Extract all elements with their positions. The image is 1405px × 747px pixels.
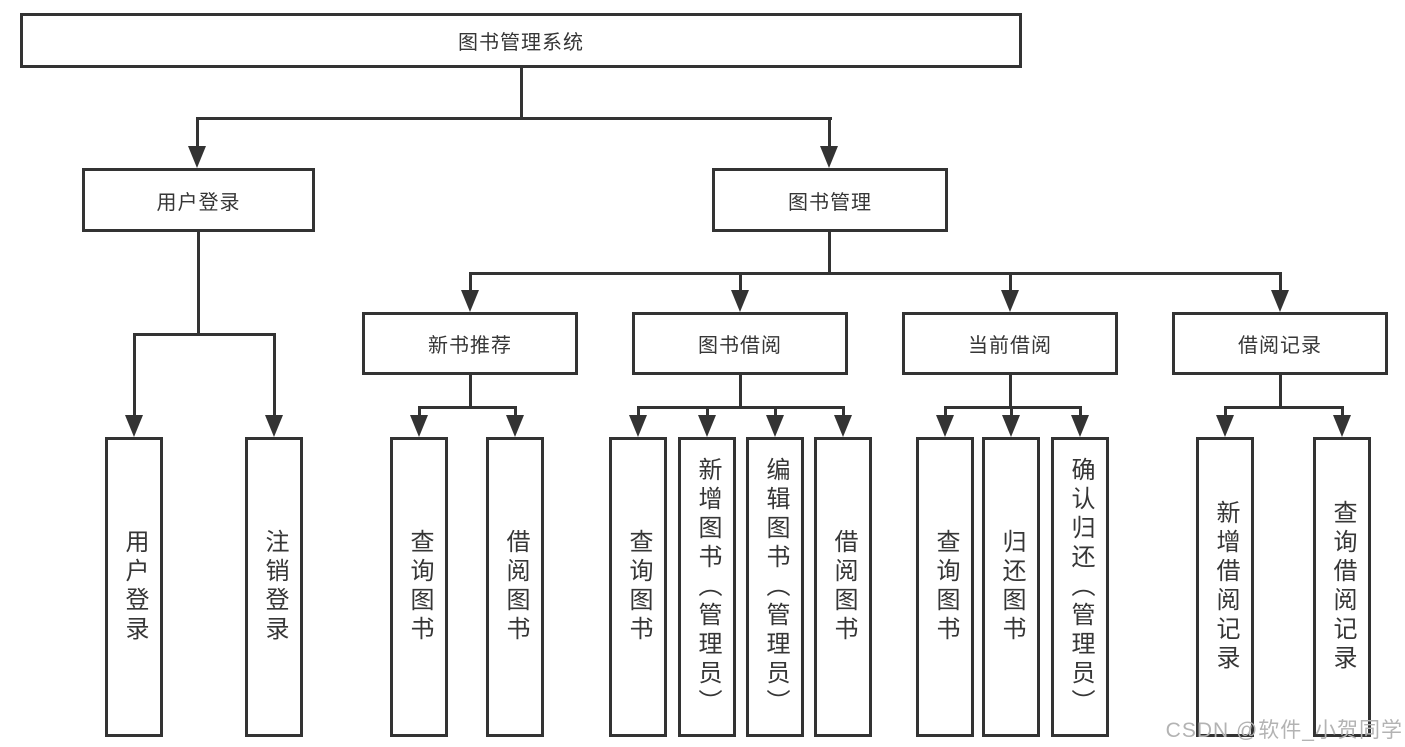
connector-line xyxy=(1279,375,1282,409)
connector-line xyxy=(197,232,200,335)
connector-line xyxy=(196,117,199,148)
arrowhead-down-icon xyxy=(629,415,647,437)
connector-line xyxy=(133,333,276,336)
arrowhead-down-icon xyxy=(461,290,479,312)
arrowhead-down-icon xyxy=(1216,415,1234,437)
node-label: 借阅图书 xyxy=(830,529,857,645)
connector-line xyxy=(469,272,1281,275)
arrowhead-down-icon xyxy=(834,415,852,437)
connector-line xyxy=(1279,272,1282,294)
node-leaf-user-login: 用户登录 xyxy=(105,437,163,737)
node-leaf-query-books-3: 查询图书 xyxy=(916,437,974,737)
node-leaf-borrow-books-2: 借阅图书 xyxy=(814,437,872,737)
arrowhead-down-icon xyxy=(188,146,206,168)
node-label: 查询图书 xyxy=(932,529,959,645)
node-leaf-add-book-admin: 新增图书（管理员） xyxy=(678,437,736,737)
arrowhead-down-icon xyxy=(265,415,283,437)
node-user-login: 用户登录 xyxy=(82,168,315,232)
connector-line xyxy=(1009,272,1012,294)
node-leaf-query-books-1: 查询图书 xyxy=(390,437,448,737)
connector-line xyxy=(637,406,640,417)
csdn-watermark: CSDN @软件_小贺同学 xyxy=(1165,719,1403,742)
node-leaf-return-books: 归还图书 xyxy=(982,437,1040,737)
node-current-borrow: 当前借阅 xyxy=(902,312,1118,375)
connector-line xyxy=(637,406,844,409)
arrowhead-down-icon xyxy=(410,415,428,437)
arrowhead-down-icon xyxy=(731,290,749,312)
node-label: 注销登录 xyxy=(261,529,288,645)
node-leaf-query-borrow-record: 查询借阅记录 xyxy=(1313,437,1371,737)
node-leaf-confirm-return-admin: 确认归还（管理员） xyxy=(1051,437,1109,737)
node-label: 借阅图书 xyxy=(502,529,529,645)
connector-line xyxy=(774,406,777,417)
connector-line xyxy=(828,117,831,148)
node-label: 新书推荐 xyxy=(428,335,512,357)
connector-line xyxy=(944,406,947,417)
node-label: 查询图书 xyxy=(625,529,652,645)
connector-line xyxy=(842,406,845,417)
arrowhead-down-icon xyxy=(1333,415,1351,437)
connector-line xyxy=(469,272,472,294)
connector-line xyxy=(739,272,742,294)
arrowhead-down-icon xyxy=(698,415,716,437)
node-leaf-query-books-2: 查询图书 xyxy=(609,437,667,737)
arrowhead-down-icon xyxy=(820,146,838,168)
node-label: 图书借阅 xyxy=(698,335,782,357)
connector-line xyxy=(273,333,276,417)
connector-line xyxy=(1341,406,1344,417)
connector-line xyxy=(1010,406,1013,417)
node-label: 用户登录 xyxy=(156,191,241,214)
node-library-management-system: 图书管理系统 xyxy=(20,13,1022,68)
node-book-borrow: 图书借阅 xyxy=(632,312,848,375)
connector-line xyxy=(418,406,421,417)
node-label: 确认归还（管理员） xyxy=(1067,456,1094,718)
connector-line xyxy=(133,333,136,417)
connector-line xyxy=(739,375,742,409)
node-leaf-borrow-books-1: 借阅图书 xyxy=(486,437,544,737)
node-label: 新增图书（管理员） xyxy=(694,456,721,718)
connector-line xyxy=(514,406,517,417)
node-new-book-recommend: 新书推荐 xyxy=(362,312,578,375)
arrowhead-down-icon xyxy=(1002,415,1020,437)
node-label: 图书管理 xyxy=(788,191,872,214)
node-label: 新增借阅记录 xyxy=(1212,500,1239,674)
connector-line xyxy=(1224,406,1343,409)
node-label: 用户登录 xyxy=(121,529,148,645)
arrowhead-down-icon xyxy=(766,415,784,437)
connector-line xyxy=(196,117,832,120)
node-label: 当前借阅 xyxy=(968,335,1052,357)
connector-line xyxy=(418,406,517,409)
arrowhead-down-icon xyxy=(506,415,524,437)
arrowhead-down-icon xyxy=(125,415,143,437)
arrowhead-down-icon xyxy=(936,415,954,437)
connector-line xyxy=(520,68,523,119)
node-leaf-add-borrow-record: 新增借阅记录 xyxy=(1196,437,1254,737)
arrowhead-down-icon xyxy=(1071,415,1089,437)
connector-line xyxy=(706,406,709,417)
connector-line xyxy=(828,232,831,274)
connector-line xyxy=(1009,375,1012,409)
connector-line xyxy=(1224,406,1227,417)
connector-line xyxy=(469,375,472,409)
node-label: 图书管理系统 xyxy=(458,32,584,54)
node-label: 借阅记录 xyxy=(1238,335,1322,357)
connector-line xyxy=(1079,406,1082,417)
node-label: 归还图书 xyxy=(998,529,1025,645)
node-leaf-edit-book-admin: 编辑图书（管理员） xyxy=(746,437,804,737)
node-book-management: 图书管理 xyxy=(712,168,948,232)
node-label: 查询借阅记录 xyxy=(1329,500,1356,674)
node-label: 编辑图书（管理员） xyxy=(762,456,789,718)
node-borrow-records: 借阅记录 xyxy=(1172,312,1388,375)
node-leaf-logout: 注销登录 xyxy=(245,437,303,737)
node-label: 查询图书 xyxy=(406,529,433,645)
arrowhead-down-icon xyxy=(1271,290,1289,312)
arrowhead-down-icon xyxy=(1001,290,1019,312)
